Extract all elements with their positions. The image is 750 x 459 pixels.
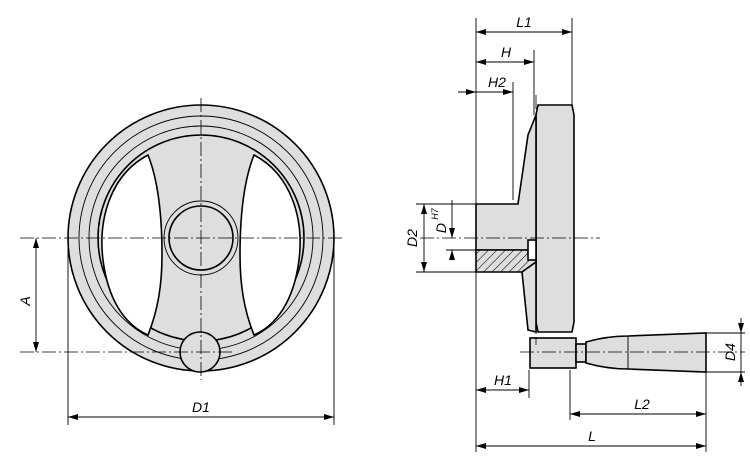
label-d-tolerance: H7 xyxy=(430,207,440,219)
label-d1: D1 xyxy=(192,399,210,415)
dimension-a: A xyxy=(17,238,39,352)
dimension-h: H xyxy=(476,44,534,65)
label-l2: L2 xyxy=(634,396,650,412)
label-h: H xyxy=(501,44,512,60)
dimension-l1: L1 xyxy=(476,14,572,35)
spoke-openings xyxy=(101,153,301,337)
label-d: D xyxy=(433,223,449,233)
label-h1: H1 xyxy=(494,372,512,388)
label-d4: D4 xyxy=(722,343,738,361)
side-view: L1 H H2 D2 D xyxy=(404,14,745,452)
label-d2: D2 xyxy=(404,229,420,247)
arm-lower xyxy=(521,260,537,334)
dimension-d2: D2 xyxy=(404,204,427,272)
dimension-d4: D4 xyxy=(722,318,744,386)
crank-handle xyxy=(529,332,707,373)
dimension-h2: H2 xyxy=(458,74,513,95)
dimension-h1: H1 xyxy=(476,372,529,393)
label-a: A xyxy=(17,296,33,306)
dimension-l2: L2 xyxy=(570,396,706,417)
hub-upper xyxy=(475,114,537,251)
dimension-l: L xyxy=(476,428,706,449)
label-l1: L1 xyxy=(516,14,532,30)
front-centerlines xyxy=(20,98,345,380)
bore-detail xyxy=(527,239,537,261)
label-h2: H2 xyxy=(488,74,506,90)
label-l: L xyxy=(588,428,596,444)
front-view: A D1 xyxy=(17,98,345,425)
side-extension-lines xyxy=(416,18,745,452)
wheel-disk xyxy=(535,104,575,333)
dimension-d: D H7 xyxy=(430,200,528,260)
dimension-d1: D1 xyxy=(67,238,335,425)
side-centerlines xyxy=(420,95,745,353)
